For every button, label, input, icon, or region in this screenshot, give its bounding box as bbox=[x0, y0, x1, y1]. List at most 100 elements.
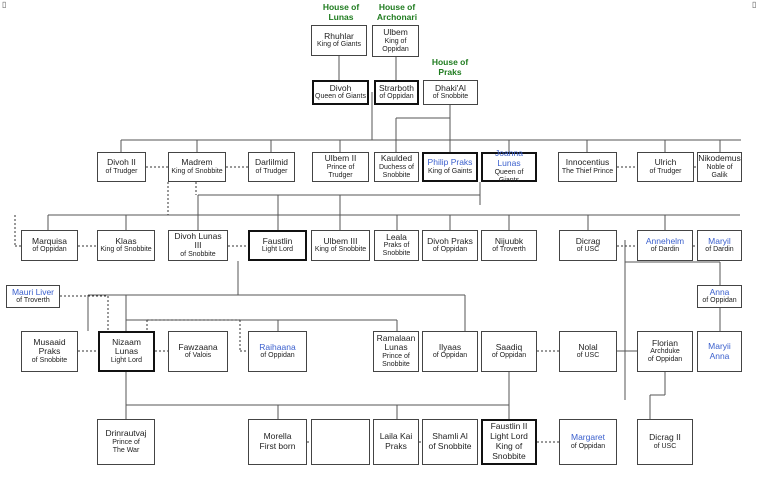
person-title: of Oppidan bbox=[432, 246, 468, 254]
person-name: Klaas bbox=[115, 235, 137, 246]
person-title: First born bbox=[259, 441, 296, 451]
person-title: Prince of Trudger bbox=[326, 163, 355, 179]
person-title: of Oppidan bbox=[570, 442, 606, 450]
person-name: Ramalaan Lunas bbox=[376, 332, 416, 353]
person-box-maryii-anna: Maryii Anna bbox=[697, 331, 742, 372]
corner-mark: ▯ bbox=[2, 0, 7, 9]
person-name: Divoh II bbox=[107, 157, 136, 168]
person-name: Maryii Anna bbox=[708, 340, 731, 361]
person-title: Light Lord bbox=[110, 357, 143, 365]
person-title: of Troverth bbox=[492, 246, 526, 254]
person-title: King of Giants bbox=[317, 41, 361, 49]
person-title: of Dardin bbox=[650, 246, 680, 254]
person-title: of Snobbite bbox=[31, 357, 68, 365]
person-name: Shamli Al bbox=[432, 431, 468, 442]
person-title: Galik bbox=[711, 171, 728, 179]
person-name: Madrem bbox=[181, 157, 213, 168]
person-name: Maryil bbox=[708, 235, 731, 246]
person-name: Nijuubk bbox=[494, 235, 524, 246]
person-name: Drinrautvaj bbox=[105, 428, 147, 439]
corner-mark: ▯ bbox=[752, 0, 757, 9]
person-title: Snobbite bbox=[382, 250, 411, 258]
person-title: Queen of Giants bbox=[315, 93, 366, 101]
person-name: Ulrich bbox=[654, 157, 677, 168]
person-title: Prince of bbox=[382, 353, 410, 361]
person-title: of Snobbite bbox=[432, 93, 469, 101]
person-name: Leala bbox=[386, 231, 407, 242]
person-name: Margaret bbox=[570, 432, 605, 443]
person-name: Mauri Liver bbox=[11, 286, 55, 297]
person-name: Fawzaana bbox=[178, 341, 218, 352]
person-name: Nizaam Lunas bbox=[112, 336, 141, 357]
person-title: Snobbite bbox=[382, 361, 410, 369]
person-name: Divoh Lunas III bbox=[174, 230, 222, 251]
person-name: Saadiq bbox=[495, 341, 523, 352]
person-title: Praks of bbox=[383, 242, 410, 250]
person-name: Ulbem III bbox=[323, 235, 358, 246]
person-title: Oppidan bbox=[382, 45, 409, 53]
person-title: of Oppidan bbox=[432, 352, 468, 360]
person-title: King of Gaints bbox=[428, 167, 472, 175]
person-title: King of bbox=[495, 441, 523, 451]
person-name: Dicrag bbox=[575, 235, 601, 246]
person-title: Noble of bbox=[706, 163, 733, 171]
person-title: King of Snobbite bbox=[171, 167, 223, 175]
person-title: of Oppidan bbox=[32, 246, 67, 254]
person-title: King of bbox=[384, 37, 407, 45]
person-name: Raihaana bbox=[259, 341, 296, 352]
person-name: Marquisa bbox=[32, 235, 67, 246]
person-title: of Oppidan bbox=[491, 352, 527, 360]
person-name: Musaaid Praks bbox=[33, 336, 66, 357]
person-box-blank bbox=[311, 419, 370, 465]
person-title: of Snobbite bbox=[428, 441, 472, 451]
person-title: The Thief Prince bbox=[561, 167, 614, 175]
person-title: of Trudger bbox=[649, 167, 682, 175]
person-title: of Trudger bbox=[255, 167, 288, 175]
person-name: Florian bbox=[652, 337, 678, 348]
person-title: of USC bbox=[576, 246, 600, 254]
person-name: Strarboth bbox=[379, 82, 414, 93]
person-title: Snobbite bbox=[492, 450, 526, 461]
person-title: of Snobbite bbox=[180, 251, 216, 259]
person-name: Rhuhlar bbox=[324, 30, 354, 41]
person-box-laila-kai-praks: Laila Kai Praks bbox=[373, 419, 419, 465]
person-title: of Oppidan bbox=[260, 352, 295, 360]
person-title: of USC bbox=[653, 442, 677, 450]
person-title: Duchess of bbox=[378, 163, 415, 171]
person-name: Ulbem bbox=[383, 27, 408, 38]
person-name: Divoh Praks bbox=[427, 235, 473, 246]
person-name: Divoh bbox=[329, 82, 352, 93]
person-title: Light Lord bbox=[490, 431, 528, 442]
person-name: Morella bbox=[263, 431, 292, 442]
